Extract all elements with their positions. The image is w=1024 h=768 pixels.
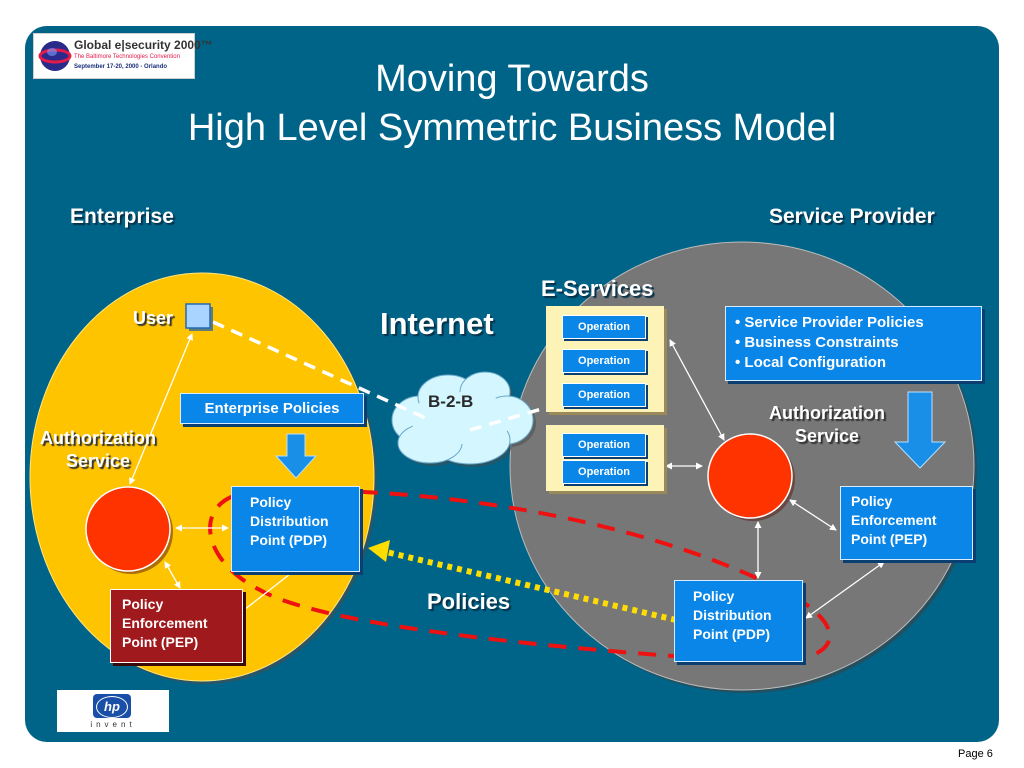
enterprise-auth-label-line2: Service [65,451,131,471]
provider-label: Service Provider [769,205,935,228]
provider-auth-label: Authorization Service [756,402,898,448]
provider-policy-item-2: • Business Constraints [735,334,899,351]
provider-down-arrow [893,391,947,469]
operation-button-5[interactable]: Operation [562,460,646,484]
user-label: User [133,308,174,328]
hp-logo-badge: hp [93,694,131,718]
policies-arrow-head [368,540,390,562]
provider-policy-item-3: • Local Configuration [735,354,887,371]
logo-name: Global e|security 2000™ [74,38,213,52]
enterprise-pep-box: Policy Enforcement Point (PEP) [110,589,243,663]
enterprise-pdp-line3: Point (PDP) [250,532,327,548]
operation-button-1[interactable]: Operation [562,315,646,339]
eservices-panel-1: Operation Operation Operation [546,306,664,412]
logo-subtitle: The Baltimore Technologies Convention [74,54,180,60]
globe-icon [38,41,72,71]
provider-auth-circle [707,433,793,519]
enterprise-connectors [129,333,229,589]
policies-label: Policies [427,589,511,614]
page-number: Page 6 [958,748,993,760]
enterprise-pep-line3: Point (PEP) [122,634,199,650]
enterprise-pdp-line2: Distribution [250,513,329,529]
enterprise-auth-label: Authorization Service [30,427,166,473]
provider-connectors [665,339,885,619]
provider-policy-item-1: • Service Provider Policies [735,314,924,331]
operation-button-4[interactable]: Operation [562,433,646,457]
user-icon [185,303,211,329]
provider-pdp-line2: Distribution [693,607,772,623]
page-title-line2: High Level Symmetric Business Model [187,107,837,149]
provider-auth-label-line1: Authorization [769,403,885,423]
hp-logo: hp invent [57,690,169,732]
provider-pep-line3: Point (PEP) [851,531,928,547]
provider-pep-line1: Policy [851,493,893,509]
operation-button-3[interactable]: Operation [562,383,646,407]
provider-pdp-box: Policy Distribution Point (PDP) [674,580,803,662]
provider-pdp-line3: Point (PDP) [693,626,770,642]
provider-policies-box: • Service Provider Policies • Business C… [725,306,982,381]
event-logo: Global e|security 2000™ The Baltimore Te… [33,33,213,79]
hp-logo-tagline: invent [90,720,136,729]
enterprise-auth-circle [85,486,171,572]
enterprise-down-arrow [274,433,318,479]
enterprise-pep-line2: Enforcement [122,615,208,631]
enterprise-pep-link [243,573,291,611]
provider-pdp-line1: Policy [693,588,735,604]
eservices-label: E-Services [541,276,654,301]
page-title-line1: Moving Towards [375,58,649,100]
enterprise-pdp-box: Policy Distribution Point (PDP) [231,486,360,572]
enterprise-pep-line1: Policy [122,596,164,612]
hp-logo-mark: hp [96,696,128,718]
provider-auth-label-line2: Service [794,426,860,446]
policy-loop-dashed [208,488,832,665]
logo-dates: September 17-20, 2000 - Orlando [74,64,168,70]
eservices-panel-2: Operation Operation [546,425,664,491]
provider-pep-box: Policy Enforcement Point (PEP) [840,486,973,560]
enterprise-ellipse [29,272,375,682]
enterprise-label: Enterprise [70,205,174,228]
internet-label: Internet [380,306,494,341]
operation-button-2[interactable]: Operation [562,349,646,373]
enterprise-pdp-line1: Policy [250,494,292,510]
policies-arrow-line [381,548,677,623]
cloud-label: B-2-B [428,392,474,411]
user-internet-link [212,320,546,432]
enterprise-auth-label-line1: Authorization [40,428,156,448]
provider-pep-line2: Enforcement [851,512,937,528]
enterprise-policies-box: Enterprise Policies [180,393,364,424]
